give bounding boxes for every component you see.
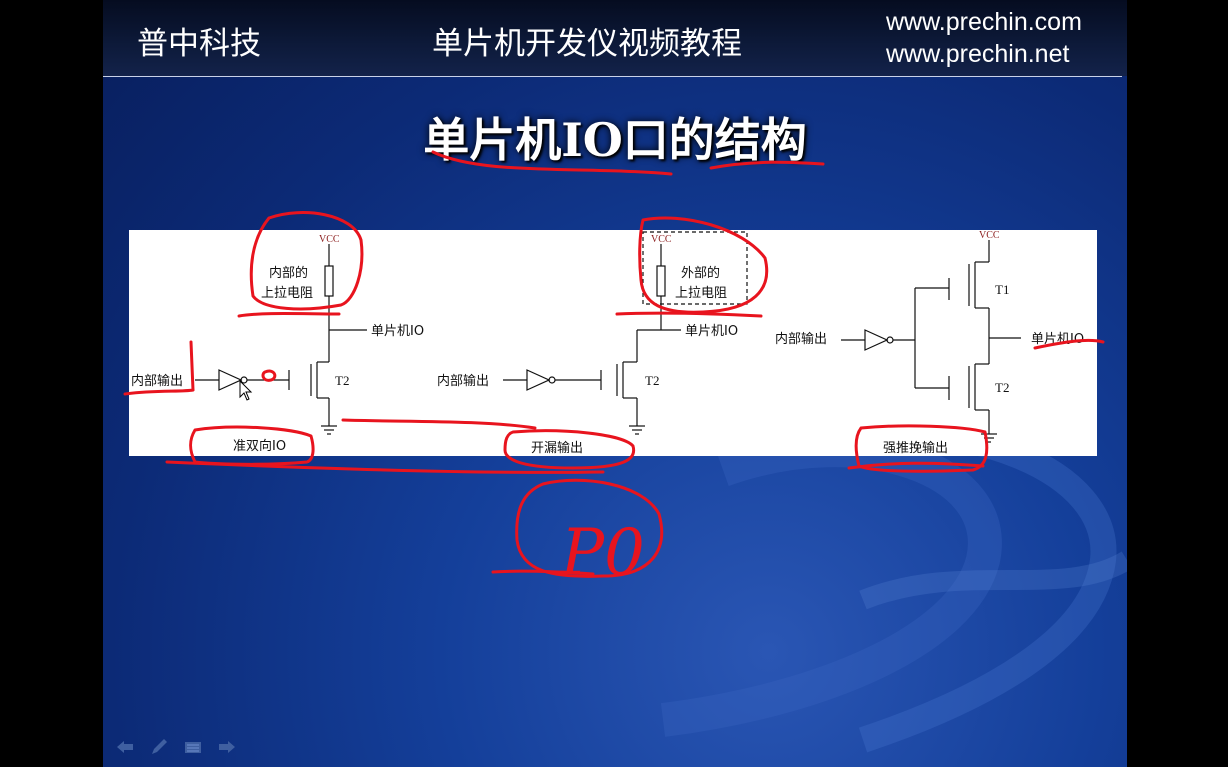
d2-io-label: 单片机IO xyxy=(685,324,738,339)
d1-transistor-label: T2 xyxy=(335,373,349,388)
d3-transistor-bottom-label: T2 xyxy=(995,380,1009,395)
d3-transistor-top-label: T1 xyxy=(995,282,1009,297)
d3-vcc-label: VCC xyxy=(979,230,1000,241)
company-name: 普中科技 xyxy=(137,26,261,62)
arrow-right-icon[interactable] xyxy=(215,736,239,758)
slide-navigation xyxy=(113,736,239,758)
d1-caption: 准双向IO xyxy=(233,438,286,454)
d1-io-label: 单片机IO xyxy=(371,324,424,339)
d1-vcc-label: VCC xyxy=(319,234,340,245)
d3-caption: 强推挽输出 xyxy=(883,440,948,456)
slide: 普中科技 单片机开发仪视频教程 www.prechin.com www.prec… xyxy=(103,0,1127,767)
d2-resistor-label-line2: 上拉电阻 xyxy=(675,286,727,301)
d2-input-label: 内部输出 xyxy=(437,373,489,389)
website-url-com[interactable]: www.prechin.com xyxy=(886,8,1082,36)
menu-icon[interactable] xyxy=(181,736,205,758)
d2-vcc-label: VCC xyxy=(651,234,672,245)
d2-transistor-label: T2 xyxy=(645,373,659,388)
d3-input-label: 内部输出 xyxy=(775,331,827,347)
circuit-diagram-panel: VCC 内部的 上拉电阻 单片机IO 内部输出 T2 准双向IO VCC 外部的… xyxy=(129,230,1097,456)
course-title: 单片机开发仪视频教程 xyxy=(432,26,742,62)
d2-resistor-label-line1: 外部的 xyxy=(681,265,720,281)
mouse-cursor-icon xyxy=(239,380,253,401)
arrow-left-icon[interactable] xyxy=(113,736,137,758)
d1-input-label: 内部输出 xyxy=(131,373,183,389)
d1-resistor-label-line1: 内部的 xyxy=(269,265,308,281)
slide-title: 单片机IO口的结构 xyxy=(423,113,807,167)
header-bar: 普中科技 单片机开发仪视频教程 www.prechin.com www.prec… xyxy=(103,0,1127,76)
d3-io-label: 单片机IO xyxy=(1031,332,1084,347)
pen-icon[interactable] xyxy=(147,736,171,758)
d1-resistor-label-line2: 上拉电阻 xyxy=(261,286,313,301)
website-url-net[interactable]: www.prechin.net xyxy=(886,40,1070,68)
header-divider xyxy=(103,76,1122,77)
circuit-diagrams: VCC 内部的 上拉电阻 单片机IO 内部输出 T2 准双向IO VCC 外部的… xyxy=(131,230,1084,456)
d2-caption: 开漏输出 xyxy=(531,440,583,456)
